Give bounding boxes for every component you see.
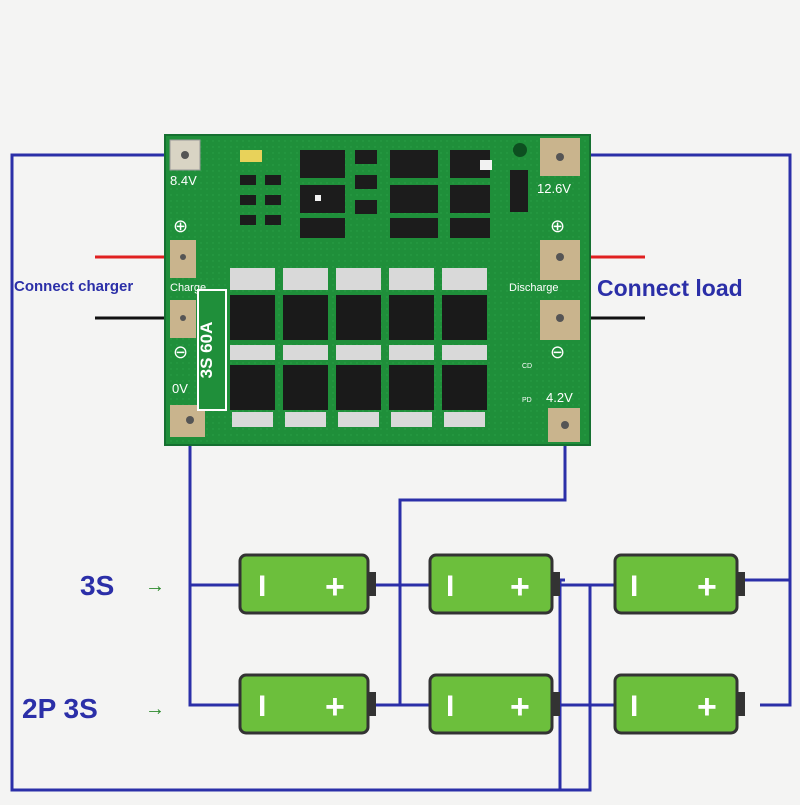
wire-bottom-link xyxy=(560,705,592,792)
battery-minus-icon: I xyxy=(258,570,266,603)
battery-minus-icon: I xyxy=(630,690,638,723)
battery-plus-icon: + xyxy=(697,568,717,606)
wiring xyxy=(10,153,792,792)
wire-4v2 xyxy=(398,425,567,705)
label-discharge: Discharge xyxy=(509,282,559,294)
pcb-board: 3S 60A 8.4V 12.6V 4.2V 0V Charge Dischar… xyxy=(164,134,591,446)
battery-plus-icon: + xyxy=(510,688,530,726)
label-8v4: 8.4V xyxy=(170,173,197,188)
wire-12v6 xyxy=(565,153,792,707)
battery-pack: I + I + I + I + I + xyxy=(238,553,745,735)
mosfet-array xyxy=(230,268,487,427)
smd-components xyxy=(240,143,528,238)
pad-hole-charge-minus xyxy=(180,315,186,321)
battery-r2-c3: I + xyxy=(613,673,745,735)
label-charge: Charge xyxy=(170,282,206,294)
wire-8v4 xyxy=(10,153,565,792)
battery-minus-icon: I xyxy=(446,690,454,723)
row1-label: 3S xyxy=(80,570,114,601)
pad-hole-4v2 xyxy=(561,421,569,429)
row1-arrow-icon: → xyxy=(145,575,165,597)
battery-plus-icon: + xyxy=(325,568,345,606)
label-pd: PD xyxy=(522,397,532,404)
label-4v2: 4.2V xyxy=(546,390,573,405)
battery-r1-c2: I + xyxy=(428,553,560,615)
discharge-minus-icon: ⊖ xyxy=(550,342,565,362)
battery-minus-icon: I xyxy=(446,570,454,603)
label-cd: CD xyxy=(522,363,532,370)
row2-label: 2P 3S xyxy=(22,693,98,724)
model-label-box xyxy=(197,289,227,411)
battery-plus-icon: + xyxy=(325,688,345,726)
battery-r2-c2: I + xyxy=(428,673,560,735)
label-0v: 0V xyxy=(172,381,188,396)
discharge-plus-icon: ⊕ xyxy=(550,216,565,236)
model-label: 3S 60A xyxy=(197,322,216,379)
wire-0v xyxy=(188,430,240,707)
charge-plus-icon: ⊕ xyxy=(173,216,188,236)
pad-hole-charge-plus xyxy=(180,254,186,260)
pad-hole-discharge-plus xyxy=(556,253,564,261)
battery-r1-c3: I + xyxy=(613,553,745,615)
pad-hole-0v xyxy=(186,416,194,424)
battery-minus-icon: I xyxy=(258,690,266,723)
pad-hole-discharge-minus xyxy=(556,314,564,322)
battery-r2-c1: I + xyxy=(238,673,376,735)
battery-minus-icon: I xyxy=(630,570,638,603)
battery-plus-icon: + xyxy=(510,568,530,606)
charge-minus-icon: ⊖ xyxy=(173,342,188,362)
pad-hole-8v4 xyxy=(181,151,189,159)
row2-arrow-icon: → xyxy=(145,698,165,720)
connect-charger-label: Connect charger xyxy=(14,278,133,295)
wire-b2-b3 xyxy=(560,583,592,707)
battery-r1-c1: I + xyxy=(238,553,376,615)
label-12v6: 12.6V xyxy=(537,181,571,196)
battery-plus-icon: + xyxy=(697,688,717,726)
pad-hole-12v6 xyxy=(556,153,564,161)
connect-load-label: Connect load xyxy=(597,275,743,301)
